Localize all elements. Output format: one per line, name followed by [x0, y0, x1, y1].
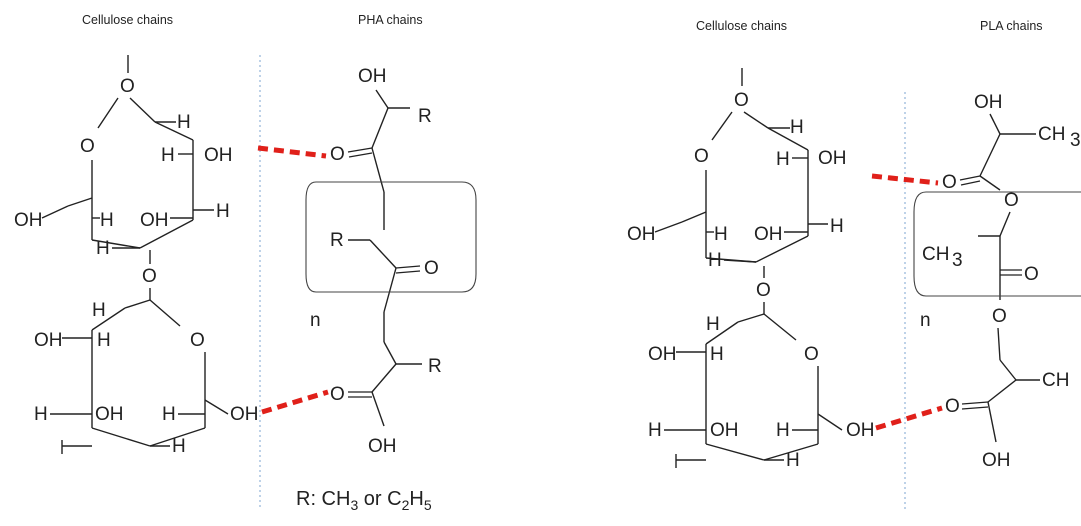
svg-text:O: O [942, 172, 957, 193]
right-pla-header: PLA chains [980, 19, 1043, 33]
svg-text:O: O [1024, 264, 1039, 285]
svg-text:CH: CH [1042, 370, 1069, 391]
svg-text:H: H [706, 314, 720, 335]
left-repeat-count: n [310, 310, 321, 331]
svg-text:O: O [330, 384, 345, 405]
svg-text:H: H [708, 250, 722, 271]
svg-text:OH: OH [710, 420, 739, 441]
left-cellulose-unit-2: H O OH H H OH H OH H [34, 299, 259, 457]
svg-text:H: H [216, 201, 230, 222]
left-pha-header: PHA chains [358, 13, 423, 27]
right-panel: Cellulose chains PLA chains O H O H OH H… [627, 19, 1081, 510]
right-hydrogen-bond-top [871, 173, 939, 186]
svg-text:H: H [830, 216, 844, 237]
svg-text:H: H [92, 300, 106, 321]
svg-text:O: O [120, 76, 135, 97]
svg-text:OH: OH [754, 224, 783, 245]
svg-text:O: O [424, 258, 439, 279]
svg-text:OH: OH [627, 224, 656, 245]
r-group-footnote: R: CH3 or C2H5 [296, 488, 432, 513]
svg-text:O: O [945, 396, 960, 417]
right-repeat-bracket [913, 191, 1081, 297]
right-cellulose-unit-2: H O OH H H OH H OH H [648, 313, 875, 471]
svg-text:3: 3 [952, 250, 963, 271]
left-cellulose-unit-1: O H O H OH H OH OH H H [14, 55, 233, 300]
svg-text:H: H [100, 210, 114, 231]
svg-text:R: R [418, 106, 432, 127]
svg-text:O: O [1004, 190, 1019, 211]
svg-text:OH: OH [358, 66, 387, 87]
svg-text:H: H [710, 344, 724, 365]
svg-text:H: H [786, 450, 800, 471]
svg-text:H: H [776, 149, 790, 170]
svg-text:O: O [190, 330, 205, 351]
svg-text:O: O [694, 146, 709, 167]
svg-text:H: H [97, 330, 111, 351]
svg-text:OH: OH [818, 148, 847, 169]
svg-text:H: H [162, 404, 176, 425]
svg-text:O: O [734, 90, 749, 111]
left-hydrogen-bond-top [257, 145, 327, 159]
svg-text:R: R [428, 356, 442, 377]
svg-text:H: H [790, 117, 804, 138]
svg-text:O: O [804, 344, 819, 365]
right-cellulose-unit-1: O H O H OH H OH OH H H [627, 68, 847, 314]
svg-text:O: O [330, 144, 345, 165]
svg-text:H: H [34, 404, 48, 425]
svg-text:O: O [756, 280, 771, 301]
left-repeat-bracket-open [305, 181, 317, 293]
svg-text:H: H [714, 224, 728, 245]
right-hydrogen-bond-bottom [875, 405, 943, 431]
svg-text:OH: OH [846, 420, 875, 441]
svg-text:H: H [172, 436, 186, 457]
right-repeat-count: n [920, 310, 931, 331]
svg-text:OH: OH [982, 450, 1011, 471]
svg-text:O: O [992, 306, 1007, 327]
svg-text:OH: OH [648, 344, 677, 365]
svg-text:OH: OH [34, 330, 63, 351]
svg-text:H: H [648, 420, 662, 441]
svg-text:H: H [776, 420, 790, 441]
svg-text:OH: OH [140, 210, 169, 231]
svg-text:3: 3 [1070, 130, 1081, 151]
svg-text:OH: OH [368, 436, 397, 457]
right-cellulose-header: Cellulose chains [696, 19, 787, 33]
svg-text:OH: OH [204, 145, 233, 166]
svg-text:H: H [96, 238, 110, 259]
svg-text:OH: OH [974, 92, 1003, 113]
right-pla-chain: OH CH 3 O O CH 3 O O CH O [922, 92, 1081, 471]
svg-text:O: O [142, 266, 157, 287]
svg-text:OH: OH [14, 210, 43, 231]
svg-text:H: H [161, 145, 175, 166]
svg-text:R: R [330, 230, 344, 251]
left-cellulose-header: Cellulose chains [82, 13, 173, 27]
svg-text:CH: CH [922, 244, 949, 265]
svg-text:OH: OH [95, 404, 124, 425]
left-panel: Cellulose chains PHA chains O H O H OH H… [14, 13, 477, 513]
left-hydrogen-bond-bottom [261, 389, 329, 415]
svg-text:H: H [177, 112, 191, 133]
svg-text:O: O [80, 136, 95, 157]
svg-text:CH: CH [1038, 124, 1065, 145]
left-repeat-bracket [316, 181, 477, 293]
svg-text:OH: OH [230, 404, 259, 425]
left-pha-chain: OH R O R O R O OH [330, 66, 442, 457]
